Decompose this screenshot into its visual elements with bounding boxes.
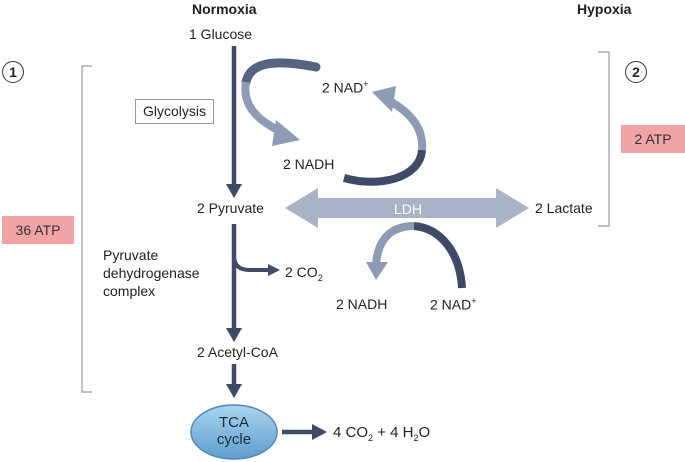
tca-products-label: 4 CO2 + 4 H2O: [333, 424, 431, 443]
co2-branch-arrow: [232, 255, 270, 272]
nadh-to-nad-curve-light: [386, 96, 427, 151]
nad-bottom-label: 2 NAD+: [430, 296, 477, 313]
glucose-to-pyruvate-head: [226, 184, 242, 198]
normoxia-bracket: [81, 65, 92, 393]
co2-branch-head: [268, 264, 280, 276]
lower-nad-head: [366, 262, 388, 280]
lower-nad-curve-light: [372, 222, 415, 265]
tca-to-products-head: [312, 424, 327, 440]
lactate-label: 2 Lactate: [535, 200, 593, 216]
hypoxia-atp-badge: 2 ATP: [621, 125, 685, 153]
marker-two: 2: [625, 61, 647, 83]
pdh-line3: complex: [103, 283, 156, 299]
lower-nad-curve-dark: [413, 222, 466, 289]
acetyl-to-tca-head: [226, 384, 242, 398]
nadh-top-label: 2 NADH: [283, 156, 335, 172]
nad-to-nadh-head: [272, 120, 300, 146]
tca-cycle-ellipse: [190, 404, 278, 460]
normoxia-heading: Normoxia: [192, 1, 257, 17]
nad-top-label: 2 NAD+: [322, 79, 369, 96]
nadh-to-nad-curve-dark: [342, 149, 426, 186]
pyruvate-label: 2 Pyruvate: [197, 200, 264, 216]
nad-to-nadh-curve-dark: [241, 58, 321, 87]
acetyl-coa-label: 2 Acetyl-CoA: [197, 344, 278, 360]
co2-label: 2 CO2: [285, 264, 323, 283]
hypoxia-heading: Hypoxia: [577, 1, 632, 17]
hypoxia-bracket: [598, 51, 610, 227]
glycolysis-box: Glycolysis: [135, 99, 215, 125]
pdh-line2: dehydrogenase: [103, 265, 200, 281]
nadh-to-nad-head: [372, 86, 396, 112]
nadh-bottom-label: 2 NADH: [336, 296, 388, 312]
marker-one: 1: [2, 61, 24, 83]
pyruvate-to-acetyl-head: [226, 328, 242, 342]
pdh-line1: Pyruvate: [103, 247, 159, 263]
ldh-double-arrow: [285, 188, 529, 228]
ldh-label: LDH: [394, 201, 423, 217]
normoxia-atp-badge: 36 ATP: [2, 216, 74, 244]
tca-cycle-label: TCA cycle: [216, 414, 252, 449]
glucose-label: 1 Glucose: [189, 26, 253, 42]
